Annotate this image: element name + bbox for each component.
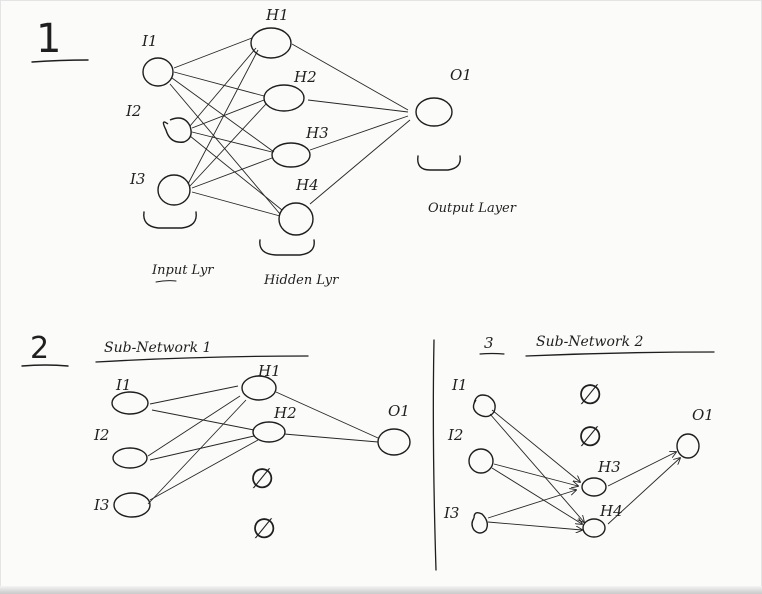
panel-sub-network-1: 2 Sub-Network 1 I1 I2 I3 H1 H2 O1 ∅ ∅ — [21, 331, 411, 545]
panel-2-title-underline — [95, 355, 309, 363]
label-h4: H4 — [295, 176, 319, 194]
p2-label-h2: H2 — [273, 404, 297, 422]
node-h4 — [278, 202, 314, 236]
p2-node-h2 — [252, 421, 286, 443]
edges-hidden-output — [291, 43, 411, 205]
panel-divider — [432, 339, 437, 571]
panel-3-title: Sub-Network 2 — [536, 334, 643, 350]
node-h3 — [271, 142, 311, 168]
label-h2: H2 — [293, 68, 317, 86]
p2-label-h1: H1 — [257, 362, 281, 380]
panel-sub-network-2: 3 Sub-Network 2 I1 I2 I3 H3 H4 O1 ∅ ∅ — [443, 334, 715, 538]
panel-3-number: 3 — [484, 334, 494, 352]
p3-node-h4 — [582, 518, 606, 538]
panel-2-number-underline — [21, 364, 69, 367]
p3-node-i1 — [472, 394, 496, 418]
caption-input-layer: Input Lyr — [151, 263, 214, 278]
node-h2 — [263, 84, 305, 112]
panel-3-title-underline — [525, 351, 715, 357]
node-o1 — [415, 97, 453, 127]
panel-1-number: 1 — [36, 16, 61, 62]
panel-3-number-underline — [479, 352, 505, 355]
p2-label-i1: I1 — [115, 376, 131, 394]
brace-hidden-layer — [259, 239, 315, 256]
p2-node-i1 — [111, 391, 149, 415]
panel-full-network: 1 I1 I2 I3 H1 H2 H3 H4 O1 — [31, 6, 517, 288]
p3-label-i2: I2 — [447, 426, 463, 444]
label-i2: I2 — [125, 102, 141, 120]
p2-node-h1 — [241, 375, 277, 401]
p3-label-i1: I1 — [451, 376, 467, 394]
p2-label-o1: O1 — [388, 402, 410, 420]
panel-2-number: 2 — [30, 331, 49, 366]
p3-node-o1 — [676, 433, 700, 459]
p2-node-i2 — [112, 447, 148, 469]
p2-label-i2: I2 — [93, 426, 109, 444]
edges-input-hidden — [169, 37, 283, 217]
p3-label-h3: H3 — [597, 458, 621, 476]
p2-dropped-h4: ∅ — [252, 512, 276, 545]
p3-label-h4: H4 — [599, 502, 623, 520]
caption-output-layer: Output Layer — [428, 201, 517, 216]
p3-node-i3 — [471, 511, 489, 534]
p3-edges — [487, 409, 680, 530]
p2-dropped-h3: ∅ — [250, 462, 274, 495]
node-h1 — [250, 27, 292, 59]
panel-1-number-underline — [31, 59, 89, 63]
label-h1: H1 — [265, 6, 289, 24]
label-i3: I3 — [129, 170, 145, 188]
p3-label-i3: I3 — [443, 504, 459, 522]
caption-hidden-layer: Hidden Lyr — [263, 273, 339, 288]
brace-input-layer — [143, 211, 197, 229]
p3-dropped-h2: ∅ — [578, 420, 602, 453]
panel-2-title: Sub-Network 1 — [104, 340, 211, 356]
p2-node-o1 — [377, 428, 411, 456]
p3-node-i2 — [468, 448, 494, 474]
p3-label-o1: O1 — [692, 406, 714, 424]
p2-node-i3 — [113, 492, 151, 518]
label-o1: O1 — [450, 66, 472, 84]
p2-edges — [147, 385, 379, 505]
label-h3: H3 — [305, 124, 329, 142]
node-i2 — [162, 117, 192, 143]
brace-output-layer — [417, 155, 461, 171]
p3-node-h3 — [581, 477, 607, 497]
caption-input-underline — [155, 280, 177, 283]
node-i3 — [157, 174, 191, 206]
p2-label-i3: I3 — [93, 496, 109, 514]
p3-dropped-h1: ∅ — [578, 378, 602, 411]
node-i1 — [142, 57, 174, 87]
label-i1: I1 — [141, 32, 157, 50]
